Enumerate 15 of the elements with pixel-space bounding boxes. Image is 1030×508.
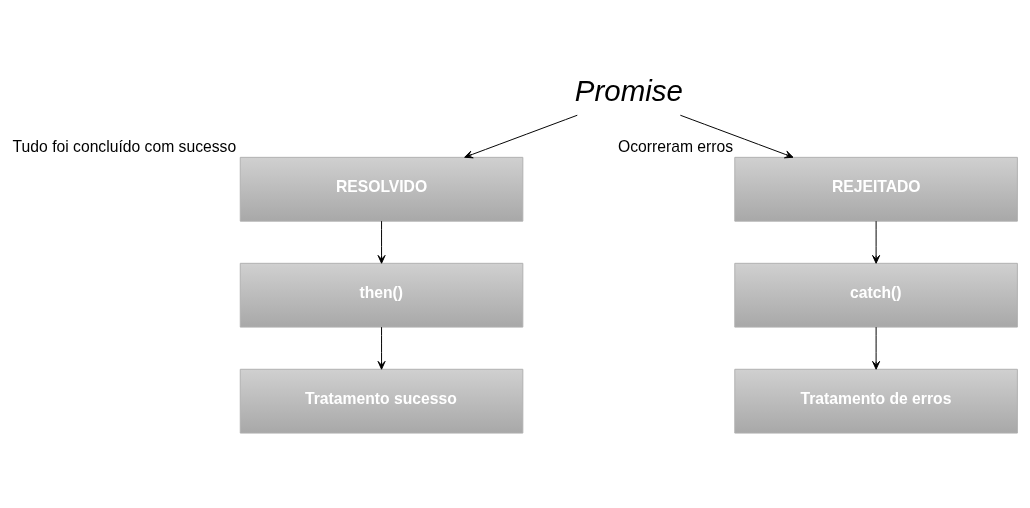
arrow xyxy=(377,220,386,264)
node-box: then() xyxy=(239,262,524,328)
arrow xyxy=(464,114,578,159)
arrow xyxy=(872,220,881,264)
node-label: Ocorreram erros xyxy=(618,138,734,156)
node-text: Promise xyxy=(574,74,683,108)
arrow xyxy=(679,114,794,159)
node-label: Tudo foi concluído com sucesso xyxy=(12,138,237,156)
node-box: RESOLVIDO xyxy=(239,156,524,222)
node-box: REJEITADO xyxy=(734,156,1018,222)
node-box: Tratamento de erros xyxy=(734,368,1018,434)
arrow xyxy=(872,326,881,370)
node-box: Tratamento sucesso xyxy=(239,368,524,434)
node-box: catch() xyxy=(734,262,1018,328)
arrow xyxy=(377,326,386,370)
